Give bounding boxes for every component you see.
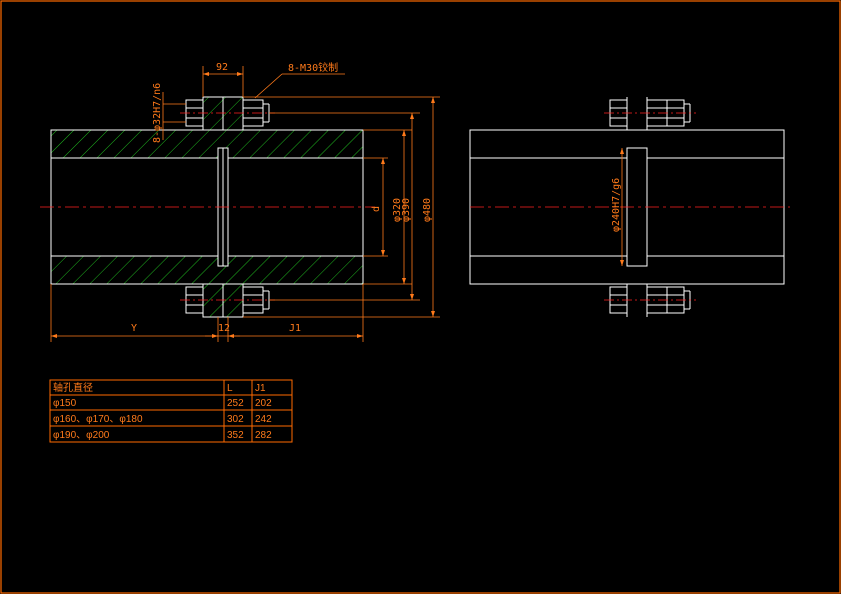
table-cell-r1-c0: φ160、φ170、φ180	[53, 414, 143, 425]
size-table	[49, 379, 293, 443]
dim-390: φ390	[401, 198, 412, 222]
dim-bore: d	[371, 206, 382, 212]
dim-right-length: J1	[289, 323, 301, 334]
size-table-text: 轴孔直径 L J1 φ150 252 202 φ160、φ170、φ180 302 242 φ19…	[53, 381, 272, 441]
dimension-arrows	[51, 72, 435, 338]
dim-flange-width: 92	[216, 62, 228, 73]
dim-spigot-fit: φ240H7/g6	[611, 178, 622, 232]
table-header-0: 轴孔直径	[53, 381, 93, 394]
table-cell-r2-c1: 352	[227, 430, 244, 441]
dim-bolt-fit: 8-φ32H7/n6	[152, 83, 163, 143]
table-cell-r2-c0: φ190、φ200	[53, 430, 110, 441]
table-cell-r1-c2: 242	[255, 414, 272, 425]
dim-480: φ480	[422, 198, 433, 222]
dim-bolt-note: 8-M30铰制	[288, 61, 338, 74]
table-cell-r0-c1: 252	[227, 398, 244, 409]
dim-left-length: Y	[131, 323, 137, 334]
table-header-2: J1	[255, 383, 266, 394]
table-cell-r2-c2: 282	[255, 430, 272, 441]
table-cell-r0-c2: 202	[255, 398, 272, 409]
lower-hatch	[51, 256, 363, 284]
dimension-lines	[50, 66, 440, 342]
table-cell-r1-c1: 302	[227, 414, 244, 425]
section-view	[40, 96, 375, 318]
upper-hatch	[51, 130, 363, 158]
dim-gap: 12	[218, 323, 230, 334]
table-header-1: L	[227, 383, 233, 394]
dim-320: φ320	[392, 198, 403, 222]
table-cell-r0-c0: φ150	[53, 398, 77, 409]
